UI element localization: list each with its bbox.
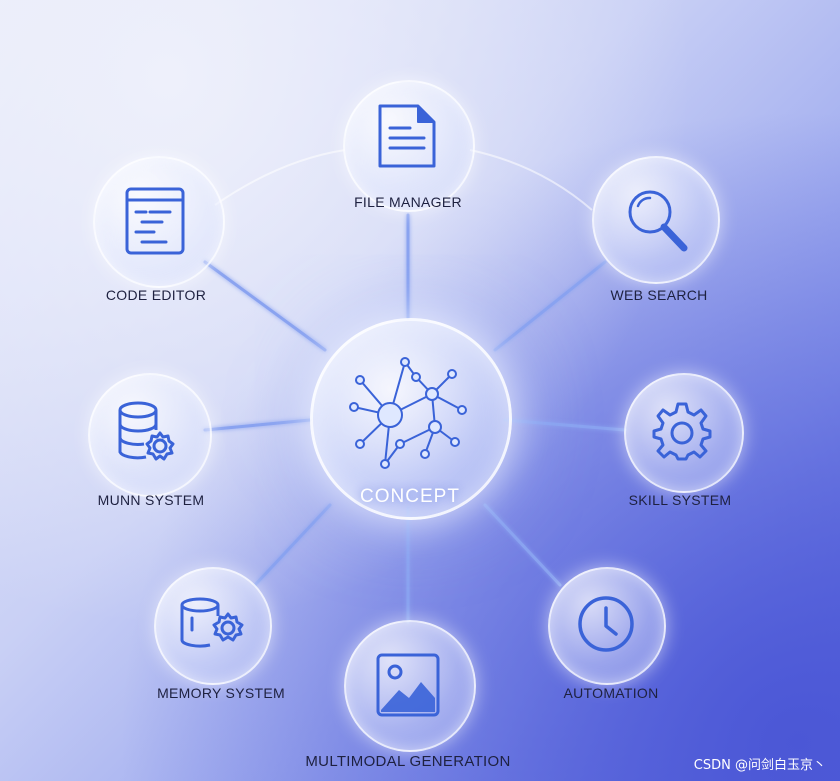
document-icon bbox=[378, 104, 436, 168]
database-gear-icon bbox=[118, 401, 175, 461]
image-icon bbox=[376, 653, 440, 717]
memory-system-label: MEMORY SYSTEM bbox=[157, 685, 285, 701]
network-nodes-icon bbox=[349, 357, 467, 469]
file-manager-label: FILE MANAGER bbox=[354, 194, 462, 210]
magnifier-icon bbox=[628, 190, 688, 252]
concept-node bbox=[310, 318, 512, 520]
link-code-editor bbox=[203, 260, 327, 352]
multimodal-generation-label: MULTIMODAL GENERATION bbox=[305, 753, 511, 770]
file-manager-node bbox=[343, 80, 475, 212]
link-web-search bbox=[493, 260, 607, 352]
concept-label: CONCEPT bbox=[360, 486, 460, 507]
skill-system-node bbox=[624, 373, 744, 493]
mixed-system-label: MUNN SYSTEM bbox=[97, 492, 205, 508]
link-skill-system bbox=[503, 418, 627, 432]
mixed-system-node bbox=[88, 373, 212, 497]
code-editor-label: CODE EDITOR bbox=[105, 287, 207, 303]
clock-icon bbox=[578, 596, 634, 652]
skill-system-label: SKILL SYSTEM bbox=[628, 492, 732, 508]
link-automation bbox=[483, 503, 562, 587]
link-mixed-system bbox=[203, 418, 312, 432]
link-memory-system bbox=[253, 503, 332, 587]
arc-right bbox=[469, 149, 593, 211]
multimodal-generation-node bbox=[344, 620, 476, 752]
arc-left bbox=[214, 149, 346, 206]
automation-label: AUTOMATION bbox=[563, 685, 659, 701]
gear-icon bbox=[652, 402, 712, 461]
memory-gear-icon bbox=[180, 597, 244, 648]
web-search-node bbox=[592, 156, 720, 284]
code-window-icon bbox=[125, 187, 185, 255]
web-search-label: WEB SEARCH bbox=[610, 287, 708, 303]
watermark: CSDN @问剑白玉京丶 bbox=[693, 758, 826, 773]
